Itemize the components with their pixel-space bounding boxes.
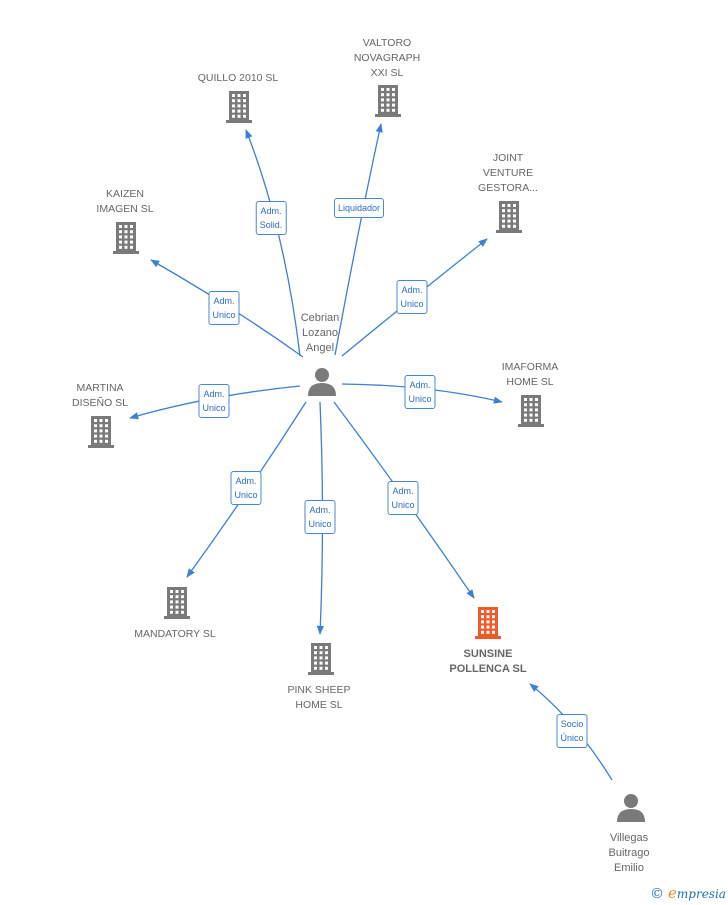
empresia-logo[interactable]: ©empresia <box>650 884 726 902</box>
building-icon-martina[interactable] <box>88 416 114 448</box>
building-icon-kaizen[interactable] <box>113 222 139 254</box>
building-icon-imaforma[interactable] <box>518 395 544 427</box>
edge-label-pinksheep: Adm. Unico <box>304 500 336 534</box>
company-label-kaizen[interactable]: KAIZEN IMAGEN SL <box>96 188 154 215</box>
edge-label-martina: Adm. Unico <box>198 384 230 418</box>
edges-layer <box>129 123 613 781</box>
person-label-center[interactable]: Cebrian Lozano Angel <box>300 312 340 354</box>
edge-label-imaforma: Adm. Unico <box>404 375 436 409</box>
building-icon-valtoro[interactable] <box>375 85 401 117</box>
edge-label-sunsine: Adm. Unico <box>387 481 419 515</box>
company-label-joint[interactable]: JOINT VENTURE GESTORA... <box>478 152 538 194</box>
icons-layer <box>88 85 645 822</box>
building-icon-pinksheep[interactable] <box>308 643 334 675</box>
company-label-imaforma[interactable]: IMAFORMA HOME SL <box>501 361 559 388</box>
edge-valtoro <box>334 123 383 356</box>
edge-label-valtoro: Liquidador <box>333 198 385 218</box>
edge-quillo <box>245 129 301 357</box>
person-icon-center[interactable] <box>308 368 336 396</box>
person-label-second[interactable]: Villegas Buitrago Emilio <box>608 832 650 874</box>
company-label-valtoro[interactable]: VALTORO NOVAGRAPH XXI SL <box>353 37 421 79</box>
edge-label-quillo: Adm. Solid. <box>255 201 287 235</box>
edge-label-mandatory: Adm. Unico <box>230 471 262 505</box>
edge-label-second-person: Socio Único <box>556 714 588 748</box>
company-label-sunsine[interactable]: SUNSINE POLLENCA SL <box>449 648 527 675</box>
company-label-martina[interactable]: MARTINA DISEÑO SL <box>71 382 129 409</box>
building-icon-joint[interactable] <box>496 201 522 233</box>
building-icon-quillo[interactable] <box>226 91 252 123</box>
company-label-mandatory[interactable]: MANDATORY SL <box>134 628 216 640</box>
copyright-icon: © <box>650 886 664 902</box>
building-icon-sunsine[interactable] <box>475 607 501 639</box>
edge-label-joint: Adm. Unico <box>396 280 428 314</box>
company-label-pinksheep[interactable]: PINK SHEEP HOME SL <box>287 684 351 711</box>
edge-label-kaizen: Adm. Unico <box>208 291 240 325</box>
building-icon-mandatory[interactable] <box>164 587 190 619</box>
person-icon-second[interactable] <box>617 794 645 822</box>
company-label-quillo[interactable]: QUILLO 2010 SL <box>197 72 279 84</box>
